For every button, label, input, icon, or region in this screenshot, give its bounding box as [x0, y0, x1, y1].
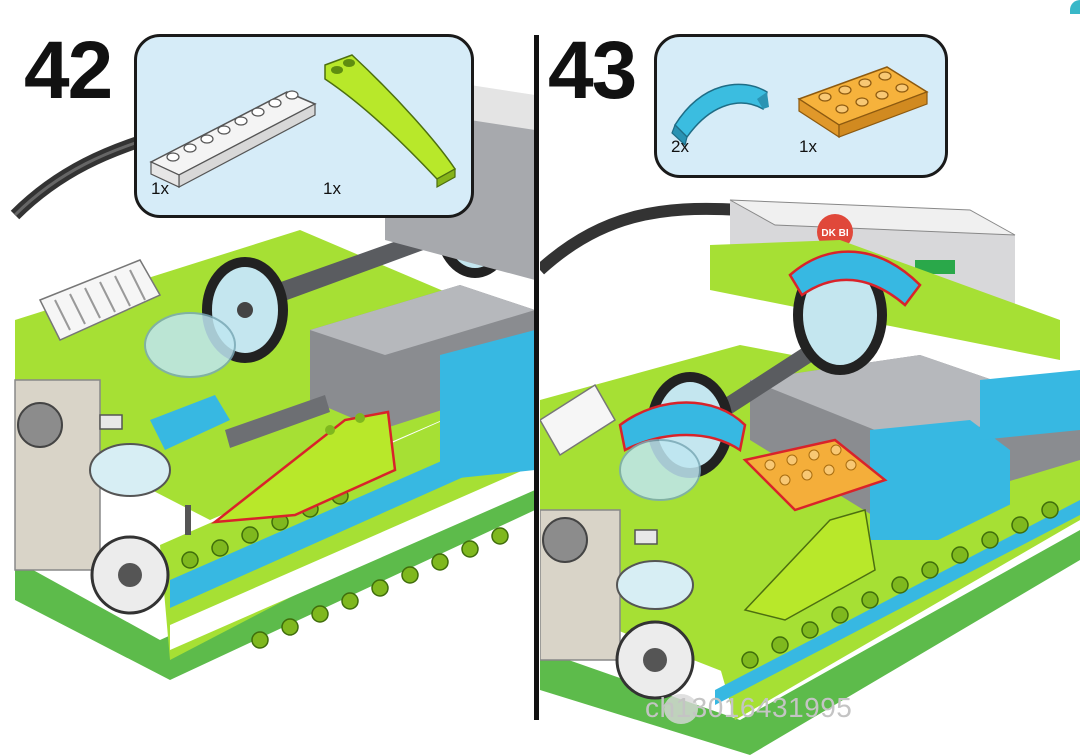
gear-icon: [17, 402, 63, 448]
new-part-lime-slope: [210, 410, 397, 524]
step-42-panel: 42 1x 1x: [0, 0, 535, 755]
azure-block: [870, 420, 1010, 540]
rack-gear: [540, 383, 617, 457]
rack-gear: [38, 259, 162, 341]
new-part-azure-arch: [618, 401, 747, 453]
transparent-connector: [144, 312, 236, 378]
step-43-panel: DK BI: [540, 0, 1080, 755]
gear-icon: [542, 517, 588, 563]
part-quantity: 2x: [671, 137, 689, 156]
step-43-model-illustration: DK BI: [540, 199, 1080, 755]
step-number: 43: [548, 25, 637, 116]
azure-block: [440, 330, 535, 480]
part-quantity: 1x: [799, 137, 817, 156]
azure-arch-part: [674, 83, 768, 139]
watermark-text: ch13016431995: [645, 692, 853, 723]
parts-illustration: [149, 54, 457, 189]
parts-list-box: 2x 1x: [654, 34, 948, 178]
step-number: 42: [24, 25, 113, 116]
parts-illustration: [671, 66, 929, 147]
part-quantity: 1x: [151, 179, 169, 198]
hub-badge: DK BI: [821, 228, 848, 239]
step-divider: [534, 35, 539, 720]
turntable: [616, 560, 694, 610]
turntable: [89, 443, 171, 497]
new-part-azure-arch: [788, 250, 922, 307]
lime-slope-part: [324, 54, 457, 180]
new-part-orange-plate: [742, 438, 888, 512]
transparent-connector: [619, 439, 701, 501]
white-plate-part: [149, 91, 317, 176]
window-corner-accent: [1070, 0, 1080, 14]
parts-list-box: 1x 1x: [134, 34, 474, 218]
cable: [540, 202, 741, 275]
step-42-model-illustration: [10, 85, 535, 680]
azure-liftarm: [150, 395, 230, 450]
watermark-logo-icon: [664, 694, 698, 724]
part-quantity: 1x: [323, 179, 341, 198]
